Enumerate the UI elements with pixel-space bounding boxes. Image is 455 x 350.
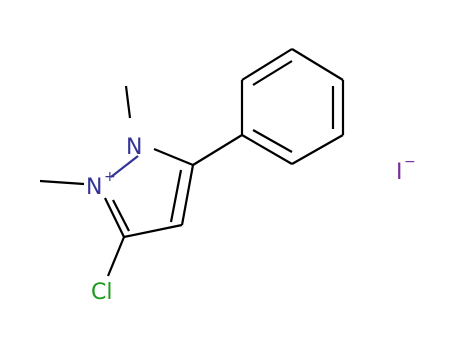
iodide-charge: − <box>404 154 416 170</box>
bond-n2-c3-double <box>112 199 130 232</box>
bond-ph-1 <box>241 48 293 81</box>
bond-n2-methyl <box>39 179 85 186</box>
bond-ph-5 <box>241 134 293 165</box>
atom-n1-label: N <box>126 135 142 160</box>
bond-ph-2 <box>291 48 344 81</box>
bond-n1-n2 <box>110 155 139 178</box>
bond-c3-cl <box>106 236 126 277</box>
bond-ph-inner-3 <box>252 129 293 153</box>
bond-ph-inner-1 <box>252 60 293 86</box>
atom-cl-label: Cl <box>91 280 112 305</box>
bond-c5-c4-double <box>169 169 183 223</box>
bond-c5-n1 <box>153 147 194 167</box>
bond-c5-c4 <box>180 164 195 226</box>
iodide-label: I <box>396 160 403 185</box>
bond-c4-c3 <box>123 223 183 239</box>
bond-ph-4 <box>291 134 344 165</box>
atom-n2-label: N <box>86 175 102 200</box>
bond-phenyl-c5 <box>192 134 243 166</box>
bond-n1-methyl <box>124 85 132 119</box>
phenyl-ring <box>240 48 345 165</box>
atom-n2-charge: + <box>104 169 116 185</box>
bond-n2-c3 <box>104 197 125 238</box>
